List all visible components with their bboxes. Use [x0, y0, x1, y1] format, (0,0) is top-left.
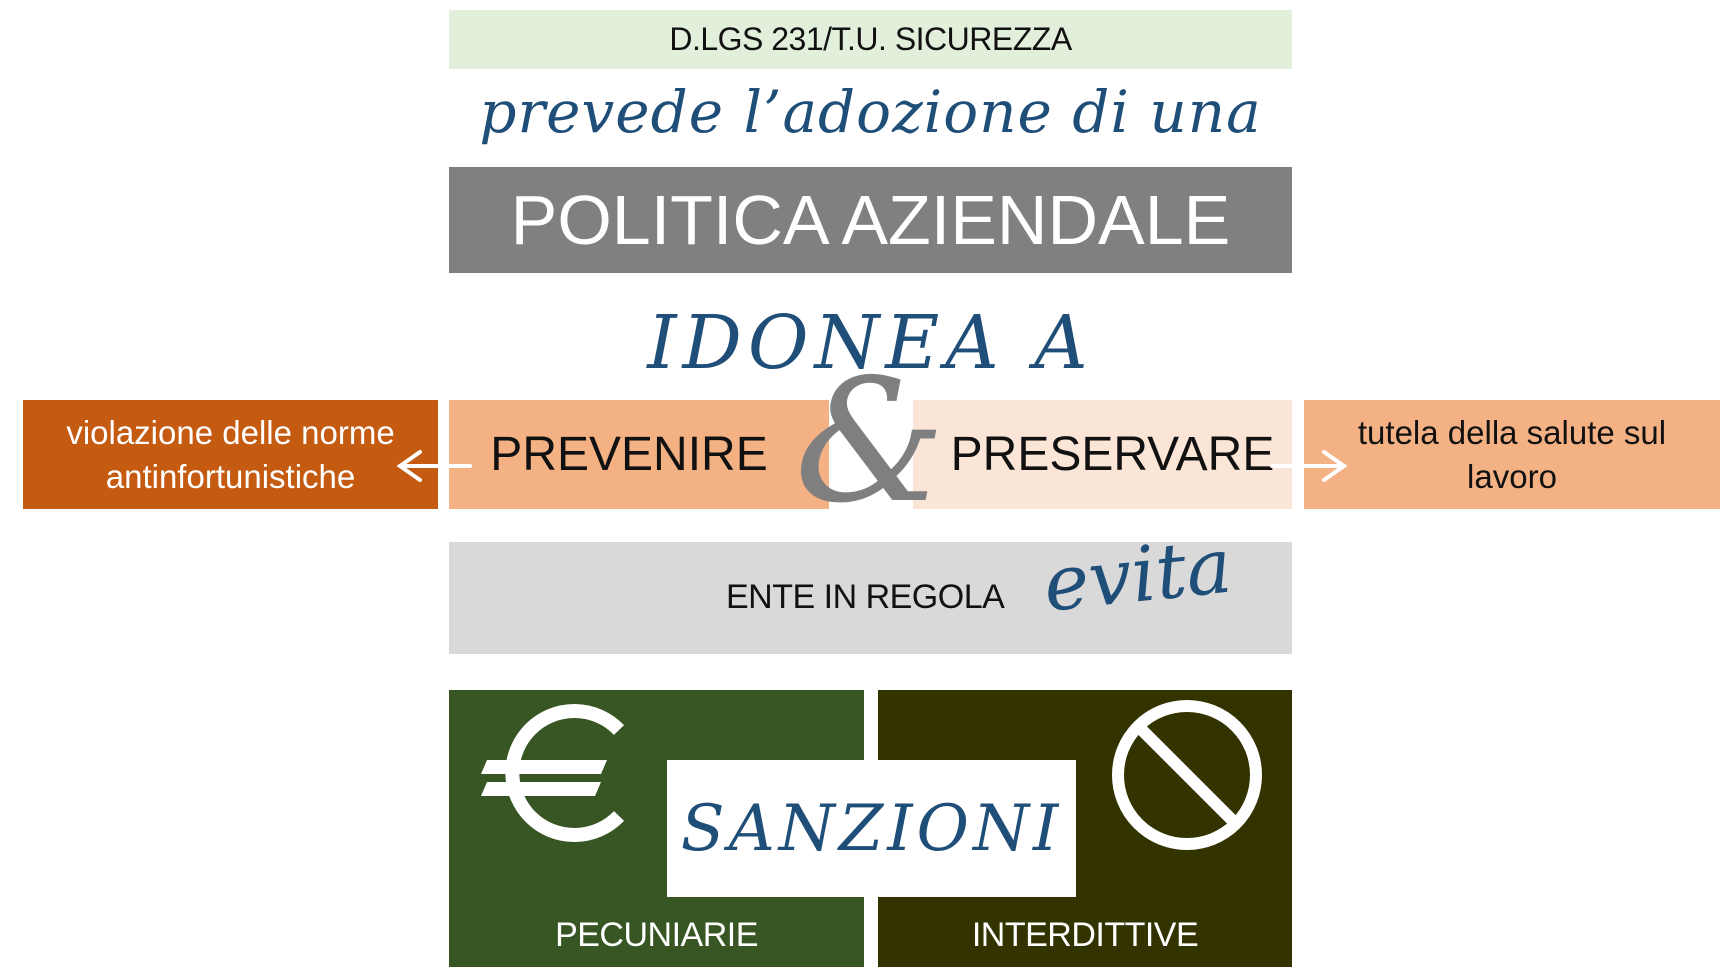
- preservare-box: PRESERVARE: [913, 400, 1292, 509]
- sanzioni-box: SANZIONI: [667, 760, 1076, 897]
- health-protection-text: tutela della salute sul lavoro: [1357, 413, 1667, 495]
- sanzioni-title: SANZIONI: [680, 791, 1063, 866]
- interdittive-box: INTERDITTIVE: [878, 690, 1292, 967]
- ampersand-symbol: &: [794, 343, 946, 541]
- euro-icon: [481, 704, 625, 842]
- pecuniarie-label: PECUNIARIE: [555, 916, 758, 954]
- interdittive-label: INTERDITTIVE: [971, 916, 1199, 954]
- ente-box: ENTE IN REGOLA evita: [449, 521, 1292, 654]
- law-header: D.LGS 231/T.U. SICUREZZA: [449, 10, 1292, 69]
- health-protection-box: tutela della salute sul lavoro: [1304, 400, 1720, 509]
- violation-text: violazione delle norme antinfortunistich…: [66, 413, 395, 495]
- policy-title: POLITICA AZIENDALE: [510, 181, 1231, 259]
- violation-box: violazione delle norme antinfortunistich…: [23, 400, 438, 509]
- ente-text: ENTE IN REGOLA: [726, 578, 1005, 616]
- evita-text: evita: [1039, 520, 1236, 629]
- policy-box: POLITICA AZIENDALE: [449, 167, 1292, 273]
- prevenire-box: PREVENIRE: [449, 400, 829, 509]
- idonea-heading: IDONEA A: [647, 300, 1094, 386]
- tagline: prevede l’adozione di una: [479, 78, 1262, 146]
- prevenire-label: PREVENIRE: [490, 428, 768, 481]
- prohibited-icon: [1112, 700, 1262, 850]
- preservare-label: PRESERVARE: [950, 428, 1275, 481]
- right-arrow: [1270, 450, 1348, 482]
- law-header-text: D.LGS 231/T.U. SICUREZZA: [669, 21, 1072, 57]
- left-arrow: [396, 450, 472, 482]
